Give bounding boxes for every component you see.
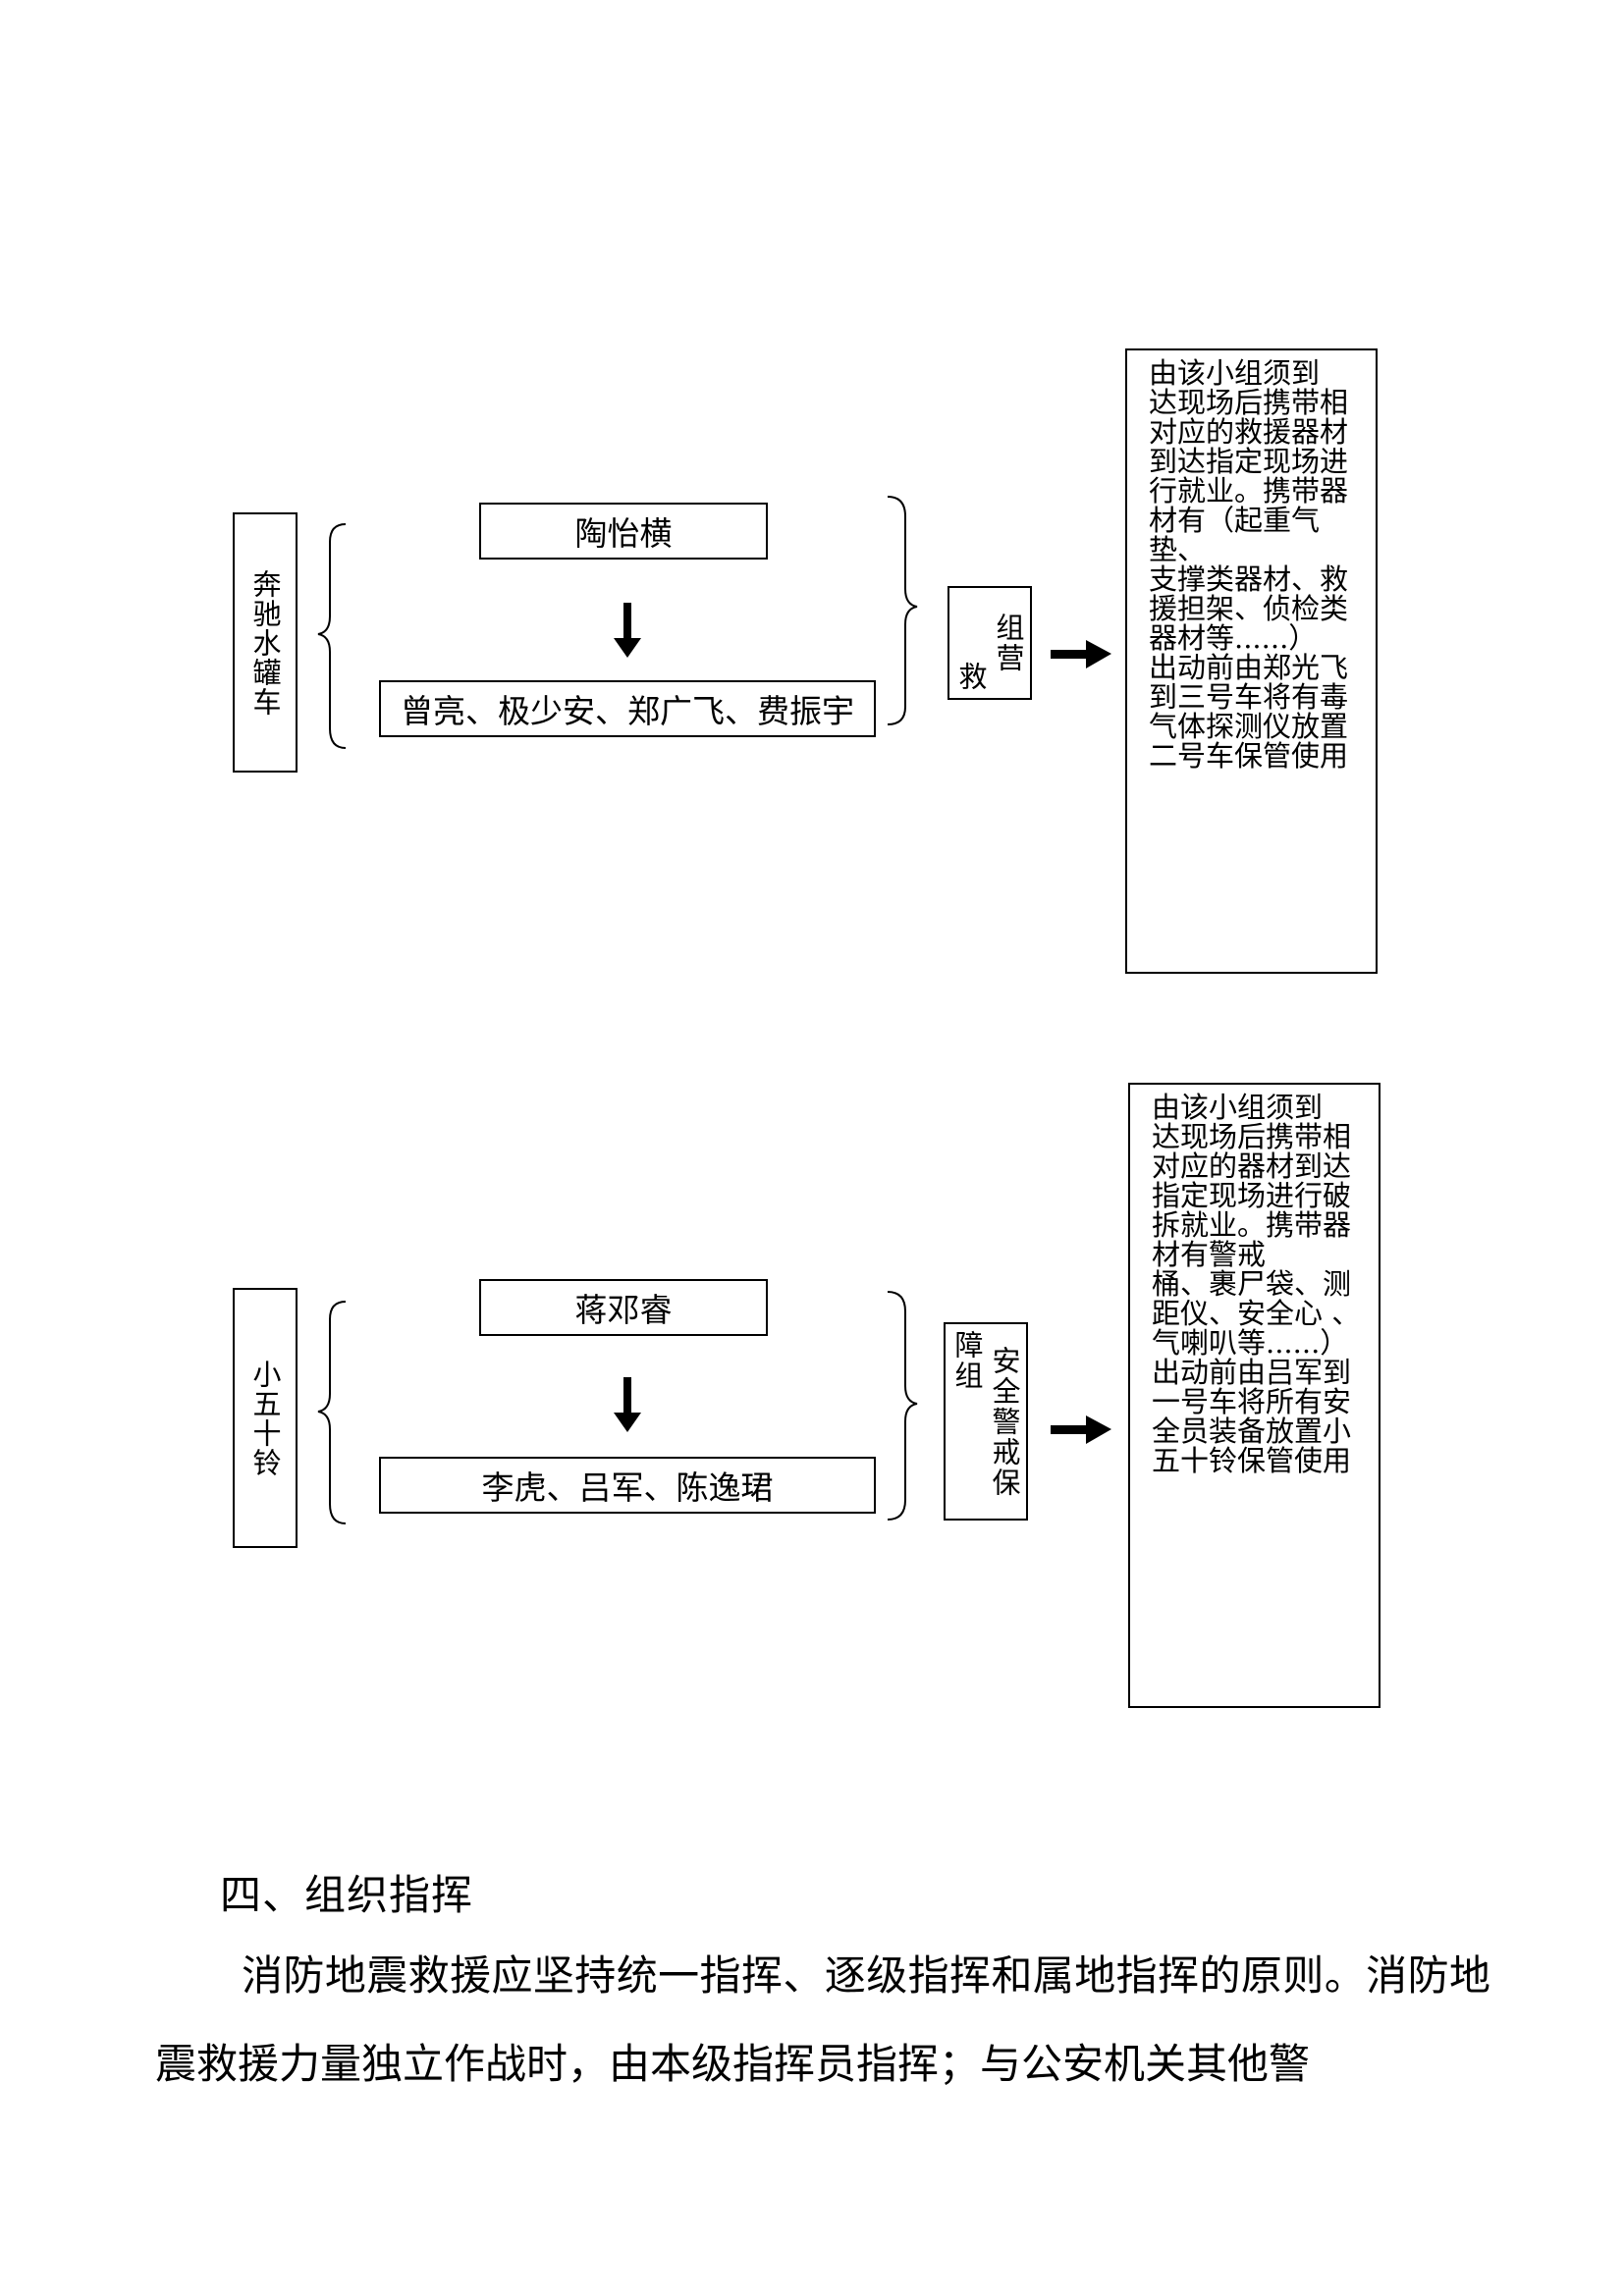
members-names-2: 李虎、吕军、陈逸珺 [481, 1468, 774, 1507]
members-box-1: 曾亮、极少安、郑广飞、费振宇 [379, 680, 876, 737]
left-brace-2 [317, 1301, 347, 1524]
notes-box-1: 由该小组须到 达现场后携带相 对应的救援器材 到达指定现场进 行就业。携带器 材… [1125, 348, 1378, 974]
note-line: 二号车保管使用 [1149, 739, 1349, 773]
note-line: 五十铃保管使用 [1152, 1444, 1352, 1477]
note-line: 行就业。携带器 [1149, 474, 1349, 507]
note-line: 到达指定现场进 [1149, 445, 1349, 478]
down-arrow-icon-2 [614, 1377, 641, 1432]
note-line: 气喇叭等......） [1152, 1326, 1349, 1360]
members-box-2: 李虎、吕军、陈逸珺 [379, 1457, 876, 1514]
section-paragraph: 消防地震救援应坚持统一指挥、逐级指挥和属地指挥的原则。消防地震救援力量独立作战时… [155, 1951, 1490, 2088]
note-line: 由该小组须到 [1149, 356, 1321, 390]
note-line: 材有（起重气垫、 [1149, 504, 1321, 566]
note-line: 由该小组须到 [1152, 1091, 1324, 1124]
role-box-1: 组营 救 [947, 586, 1032, 700]
right-arrow-icon-2 [1051, 1415, 1111, 1444]
leader-name-2: 蒋邓睿 [574, 1291, 673, 1329]
leader-box-1: 陶怡横 [479, 503, 768, 560]
right-brace-2 [887, 1291, 918, 1521]
leader-name-1: 陶怡横 [574, 514, 673, 553]
right-arrow-icon-1 [1051, 640, 1111, 668]
note-line: 支撑类器材、救 [1149, 562, 1349, 596]
note-line: 拆就业。携带器 [1152, 1208, 1352, 1242]
vehicle-label-1: 奔驰水罐车 [248, 568, 282, 717]
note-line: 全员装备放置小 [1152, 1415, 1352, 1448]
note-line: 桶、裹尸袋、测 [1152, 1267, 1352, 1301]
note-line: 指定现场进行破 [1152, 1179, 1352, 1212]
vehicle-box-1: 奔驰水罐车 [233, 512, 298, 773]
note-line: 出动前由吕军到 [1152, 1356, 1352, 1389]
left-brace-1 [317, 523, 347, 749]
right-brace-1 [887, 496, 918, 725]
note-line: 距仪、安全心 、 [1152, 1297, 1361, 1330]
section-heading: 四、组织指挥 [220, 1871, 474, 1919]
role-col-2a: 安全警戒保 [988, 1345, 1021, 1498]
note-line: 气体探测仪放置 [1149, 710, 1349, 743]
role-col-2b: 障组 [950, 1330, 984, 1391]
note-line: 对应的救援器材 [1149, 415, 1349, 449]
note-line: 达现场后携带相 [1149, 386, 1349, 419]
note-line: 器材等......） [1149, 621, 1318, 655]
role-col-1a: 组营 [992, 613, 1025, 673]
down-arrow-icon-1 [614, 603, 641, 658]
note-line: 对应的器材到达 [1152, 1149, 1352, 1183]
members-names-1: 曾亮、极少安、郑广飞、费振宇 [401, 692, 854, 730]
leader-box-2: 蒋邓睿 [479, 1279, 768, 1336]
notes-box-2: 由该小组须到 达现场后携带相 对应的器材到达 指定现场进行破 拆就业。携带器 材… [1128, 1083, 1380, 1708]
note-line: 出动前由郑光飞 [1149, 651, 1349, 684]
vehicle-label-2: 小五十铃 [248, 1359, 282, 1477]
note-line: 达现场后携带相 [1152, 1120, 1352, 1153]
note-line: 材有警戒 [1152, 1238, 1267, 1271]
note-line: 到三号车将有毒 [1149, 680, 1349, 714]
note-line: 一号车将所有安 [1152, 1385, 1352, 1418]
role-box-2: 安全警戒保 障组 [944, 1322, 1028, 1521]
role-col-1b: 救 [954, 662, 988, 692]
note-line: 援担架、侦检类 [1149, 592, 1349, 625]
vehicle-box-2: 小五十铃 [233, 1288, 298, 1548]
